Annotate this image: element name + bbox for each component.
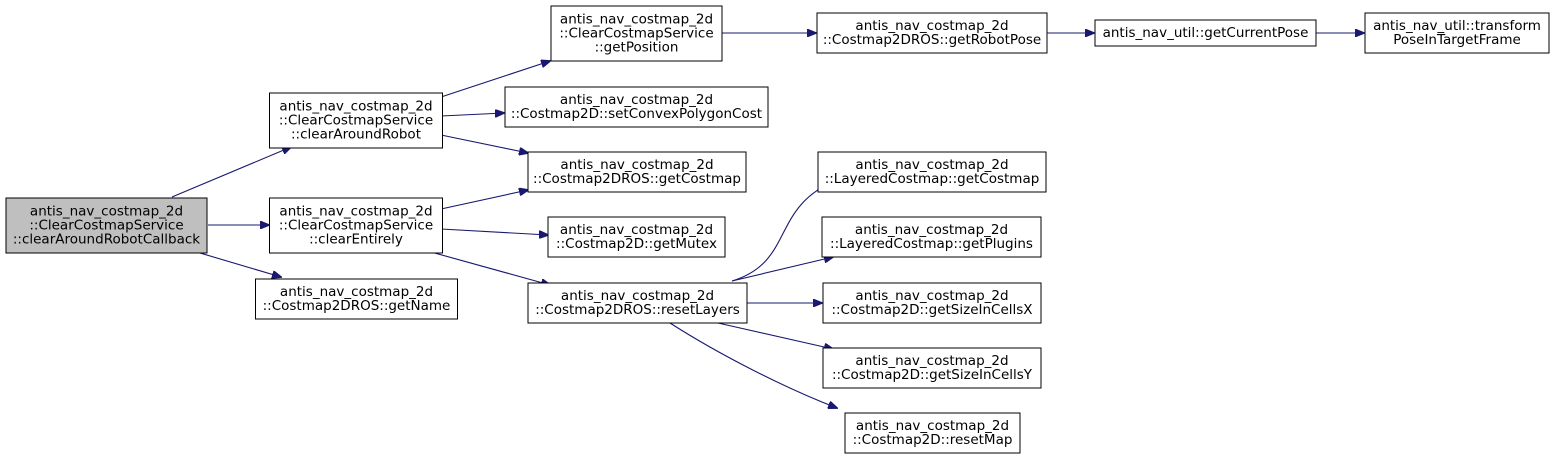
node-transform-pose-in-target-frame[interactable]: antis_nav_util::transformPoseInTargetFra… [1364,12,1550,54]
node-box [504,86,769,128]
node-box [817,151,1047,193]
edge-reset-layers-to-size-y [717,322,833,349]
node-box [821,216,1042,258]
node-label-line: antis_nav_costmap_2d [855,157,1008,173]
node-label-line: antis_nav_costmap_2d [280,284,433,300]
edge-clear-around-robot-to-get-position [440,61,550,98]
node-label-line: antis_nav_costmap_2d [856,418,1009,434]
edge-root-to-clear-around-robot [171,147,291,198]
node-get-size-in-cells-x[interactable]: antis_nav_costmap_2d::Costmap2D::getSize… [822,282,1042,324]
node-label-line: ::LayeredCostmap::getPlugins [830,236,1033,252]
node-label-line: antis_nav_costmap_2d [560,157,713,173]
node-label-line: ::ClearCostmapService [29,218,183,234]
node-box [822,282,1042,324]
node-label-line: antis_nav_costmap_2d [855,288,1008,304]
edge-root-to-get-name [199,252,281,277]
node-label-line: ::LayeredCostmap::getCostmap [825,171,1040,187]
edge-clear-entirely-to-reset-layers [430,251,550,285]
edges [171,33,1364,408]
node-clear-around-robot-callback[interactable]: antis_nav_costmap_2d::ClearCostmapServic… [5,197,208,254]
node-label-line: antis_nav_util::getCurrentPose [1103,25,1309,41]
node-label-line: ::clearAroundRobot [291,127,421,143]
node-box [255,278,458,320]
node-reset-map[interactable]: antis_nav_costmap_2d::Costmap2D::resetMa… [844,412,1021,454]
node-label-line: ::Costmap2D::resetMap [853,432,1013,448]
node-label-line: ::Costmap2D::getSizeInCellsX [831,302,1032,318]
node-clear-around-robot[interactable]: antis_nav_costmap_2d::ClearCostmapServic… [269,92,443,149]
node-label-line: ::clearEntirely [309,232,403,248]
node-label-line: ::Costmap2DROS::getCostmap [533,171,741,187]
edge-reset-layers-to-reset-map [669,322,837,408]
node-box [822,347,1042,389]
node-box [816,12,1048,54]
node-label-line: ::clearAroundRobotCallback [13,232,200,248]
node-label-line: ::Costmap2D::getMutex [556,236,717,252]
node-label-line: antis_nav_costmap_2d [30,204,183,220]
edge-clear-around-robot-to-set-convex [440,113,504,116]
nodes: antis_nav_costmap_2d::ClearCostmapServic… [5,5,1550,454]
node-box [269,197,443,254]
node-label-line: antis_nav_costmap_2d [855,353,1008,369]
node-label-line: antis_nav_costmap_2d [279,204,432,220]
node-label-line: ::getPosition [595,40,679,56]
node-box [844,412,1021,454]
node-box [269,92,443,149]
node-label-line: antis_nav_costmap_2d [561,288,714,304]
node-label-line: antis_nav_costmap_2d [855,222,1008,238]
edge-clear-entirely-to-ros-get-costmap [440,190,528,210]
node-label-line: antis_nav_costmap_2d [279,99,432,115]
node-get-current-pose[interactable]: antis_nav_util::getCurrentPose [1094,19,1317,47]
edge-reset-layers-to-layered-get-costmap [731,180,837,282]
node-label-line: ::Costmap2D::setConvexPolygonCost [511,106,762,122]
edge-clear-entirely-to-get-mutex [440,228,548,235]
node-get-name[interactable]: antis_nav_costmap_2d::Costmap2DROS::getN… [255,278,458,320]
node-get-mutex[interactable]: antis_nav_costmap_2d::Costmap2D::getMute… [547,216,726,258]
node-costmap2dros-get-costmap[interactable]: antis_nav_costmap_2d::Costmap2DROS::getC… [527,151,747,193]
node-box [547,216,726,258]
node-label-line: antis_nav_costmap_2d [560,222,713,238]
node-get-size-in-cells-y[interactable]: antis_nav_costmap_2d::Costmap2D::getSize… [822,347,1042,389]
node-label-line: antis_nav_util::transform [1373,18,1541,34]
node-label-line: antis_nav_costmap_2d [855,18,1008,34]
node-get-plugins[interactable]: antis_nav_costmap_2d::LayeredCostmap::ge… [821,216,1042,258]
node-label-line: antis_nav_costmap_2d [560,92,713,108]
node-box [5,197,208,254]
node-box [527,282,748,324]
node-get-position[interactable]: antis_nav_costmap_2d::ClearCostmapServic… [550,5,723,62]
node-set-convex-polygon-cost[interactable]: antis_nav_costmap_2d::Costmap2D::setConv… [504,86,769,128]
node-label-line: ::Costmap2D::getSizeInCellsY [832,367,1033,383]
edge-reset-layers-to-get-plugins [731,257,833,282]
node-label-line: ::ClearCostmapService [559,26,713,42]
node-label-line: ::Costmap2DROS::getRobotPose [823,32,1041,48]
node-clear-entirely[interactable]: antis_nav_costmap_2d::ClearCostmapServic… [269,197,443,254]
node-label-line: ::ClearCostmapService [279,218,433,234]
node-reset-layers[interactable]: antis_nav_costmap_2d::Costmap2DROS::rese… [527,282,748,324]
node-box [1364,12,1550,54]
node-layered-get-costmap[interactable]: antis_nav_costmap_2d::LayeredCostmap::ge… [817,151,1047,193]
edge-clear-around-robot-to-ros-get-costmap [440,134,528,153]
node-box [1094,19,1317,47]
node-label-line: ::Costmap2DROS::getName [263,298,451,314]
node-label-line: antis_nav_costmap_2d [560,12,713,28]
node-box [550,5,723,62]
node-label-line: PoseInTargetFrame [1393,32,1521,48]
node-box [527,151,747,193]
node-get-robot-pose[interactable]: antis_nav_costmap_2d::Costmap2DROS::getR… [816,12,1048,54]
node-label-line: ::Costmap2DROS::resetLayers [535,302,740,318]
node-label-line: ::ClearCostmapService [279,113,433,129]
